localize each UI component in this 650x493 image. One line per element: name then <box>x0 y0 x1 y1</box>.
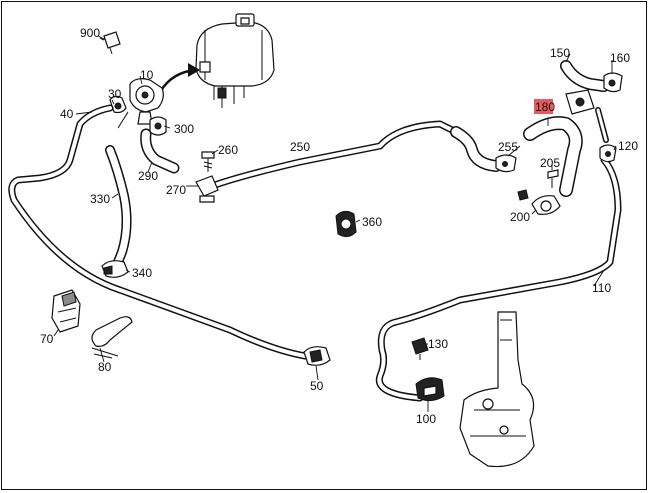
clamp-120 <box>599 144 617 163</box>
callout-205: 205 <box>540 156 560 170</box>
clamp-100 <box>415 377 445 402</box>
callout-360: 360 <box>362 215 382 229</box>
clamp-340 <box>101 260 129 278</box>
leader-lines <box>53 35 617 412</box>
callout-270: 270 <box>166 183 186 197</box>
callout-10: 10 <box>140 68 154 82</box>
callout-100: 100 <box>416 412 436 426</box>
bolt-205 <box>547 169 559 188</box>
cable-tie-80 <box>91 316 133 359</box>
callout-255: 255 <box>498 140 518 154</box>
callout-110: 110 <box>592 281 611 295</box>
callout-160: 160 <box>610 51 630 65</box>
clamp-30 <box>109 95 127 114</box>
clamp-255 <box>495 154 517 173</box>
callout-900: 900 <box>80 26 100 40</box>
flow-arrow <box>158 63 200 93</box>
callout-130: 130 <box>428 337 448 351</box>
callout-180-highlight <box>534 99 553 114</box>
fitting-200 <box>517 189 561 215</box>
callout-260: 260 <box>218 143 238 157</box>
callout-70: 70 <box>40 332 54 346</box>
callout-150: 150 <box>550 46 570 60</box>
callout-340: 340 <box>132 266 152 280</box>
washer-reservoir <box>459 311 535 468</box>
callout-290: 290 <box>138 169 158 183</box>
callout-30: 30 <box>108 87 122 101</box>
callout-40: 40 <box>60 107 74 121</box>
callout-120: 120 <box>618 139 638 153</box>
valve-360 <box>335 210 357 238</box>
callout-50: 50 <box>310 379 324 393</box>
coolant-pump <box>117 78 164 129</box>
clamp-160 <box>603 72 623 93</box>
fitting-270 <box>195 175 219 203</box>
bolt-130 <box>411 337 429 360</box>
callout-180: 180 <box>535 100 555 114</box>
connector-900 <box>99 31 121 55</box>
hoses <box>8 60 622 402</box>
expansion-tank <box>195 13 275 108</box>
callout-labels: 900 10 40 30 300 260 250 290 270 330 340… <box>40 26 638 426</box>
clamp-300 <box>149 116 167 136</box>
callout-330: 330 <box>90 192 110 206</box>
callout-250: 250 <box>290 140 310 154</box>
thermostat-housing <box>565 89 595 115</box>
callout-80: 80 <box>98 360 112 374</box>
bracket-70 <box>51 289 81 333</box>
bolt-260 <box>201 151 215 172</box>
callout-300: 300 <box>174 122 194 136</box>
callout-200: 200 <box>510 210 530 224</box>
clamp-50 <box>303 346 331 366</box>
